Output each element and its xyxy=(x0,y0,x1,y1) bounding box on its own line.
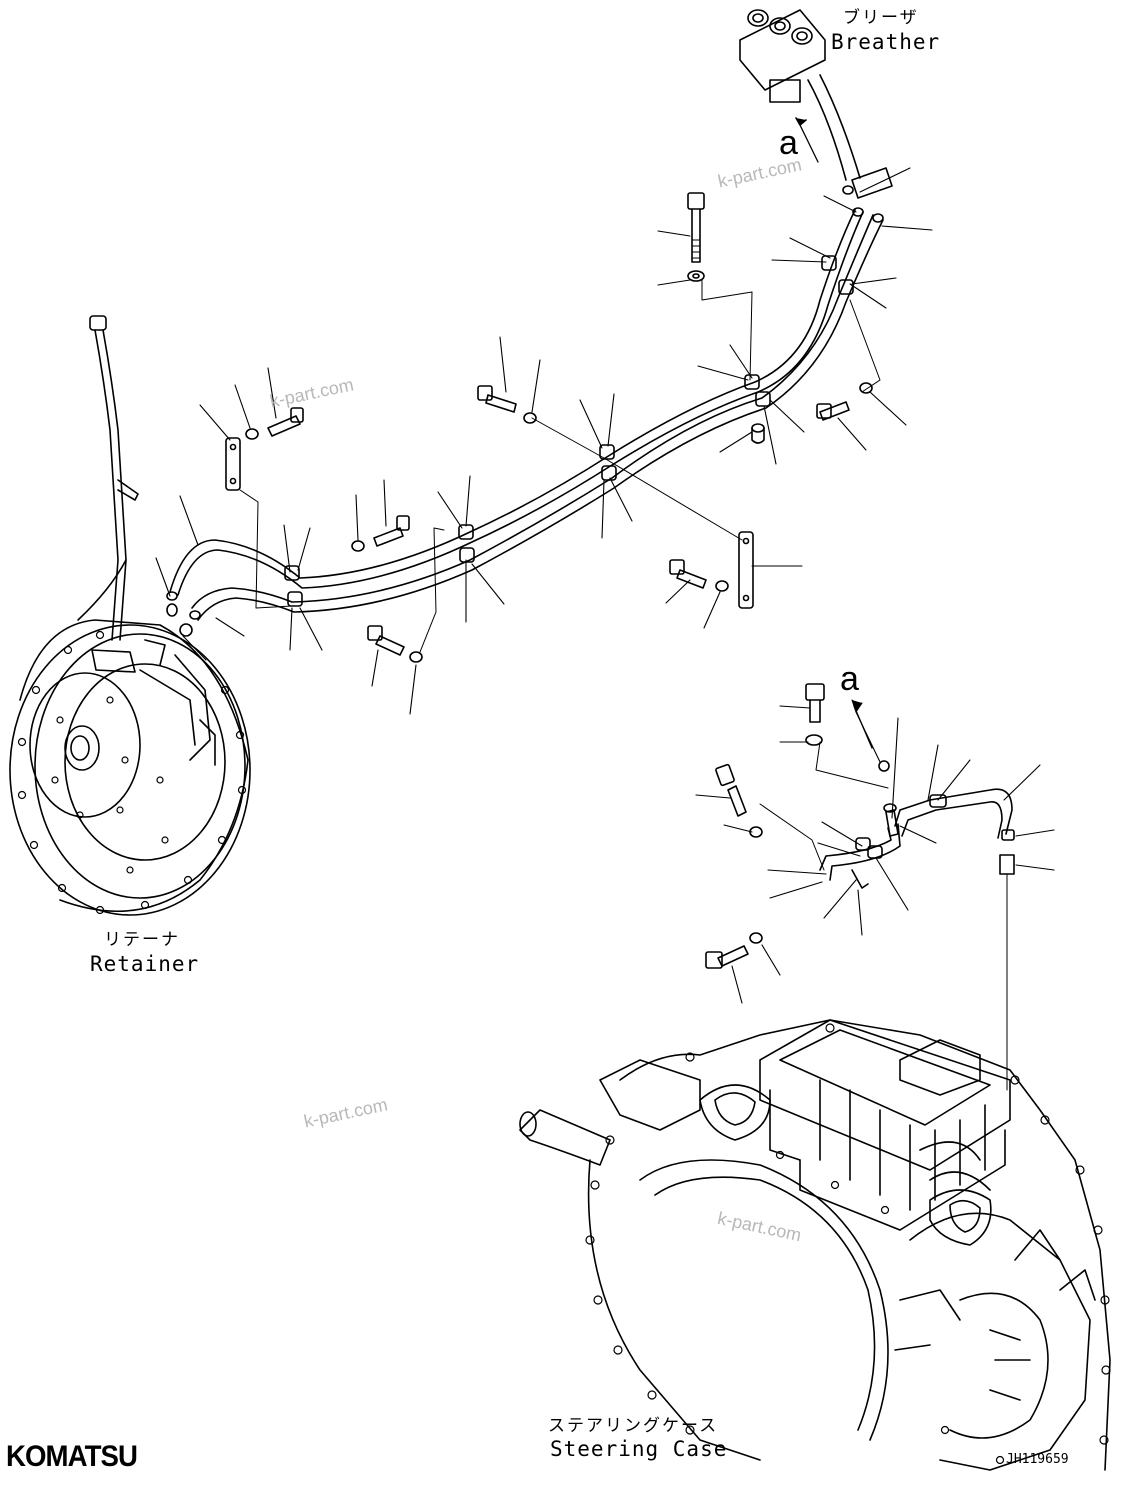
clamp-plates xyxy=(225,437,754,609)
drawing-code: JH119659 xyxy=(1006,1452,1069,1467)
steering-case-label-jp: ステアリングケース xyxy=(548,1416,719,1436)
retainer-label: Retainer xyxy=(90,952,200,976)
retainer-housing xyxy=(9,619,251,916)
view-marker-a-upper: a xyxy=(779,124,798,162)
retainer-label-jp: リテーナ xyxy=(104,930,180,950)
steering-case-label: Steering Case xyxy=(550,1437,728,1461)
upper-hoses xyxy=(166,207,884,621)
komatsu-logo: KOMATSU xyxy=(6,1440,138,1473)
retainer-bolts xyxy=(17,630,247,915)
steering-case-bolts xyxy=(585,1023,1111,1465)
leader-lines-upper xyxy=(155,167,933,715)
leader-lines-lower xyxy=(695,699,1055,1004)
upper-fasteners xyxy=(166,192,873,663)
breather-label-jp: ブリーザ xyxy=(843,8,919,28)
breather-label: Breather xyxy=(831,30,941,54)
breather-assembly xyxy=(739,9,893,199)
view-marker-a-lower: a xyxy=(840,660,859,698)
lower-fasteners xyxy=(705,683,890,969)
steering-case xyxy=(519,1019,1111,1471)
lower-hoses xyxy=(819,788,1015,1091)
dipstick-tube xyxy=(77,315,139,641)
